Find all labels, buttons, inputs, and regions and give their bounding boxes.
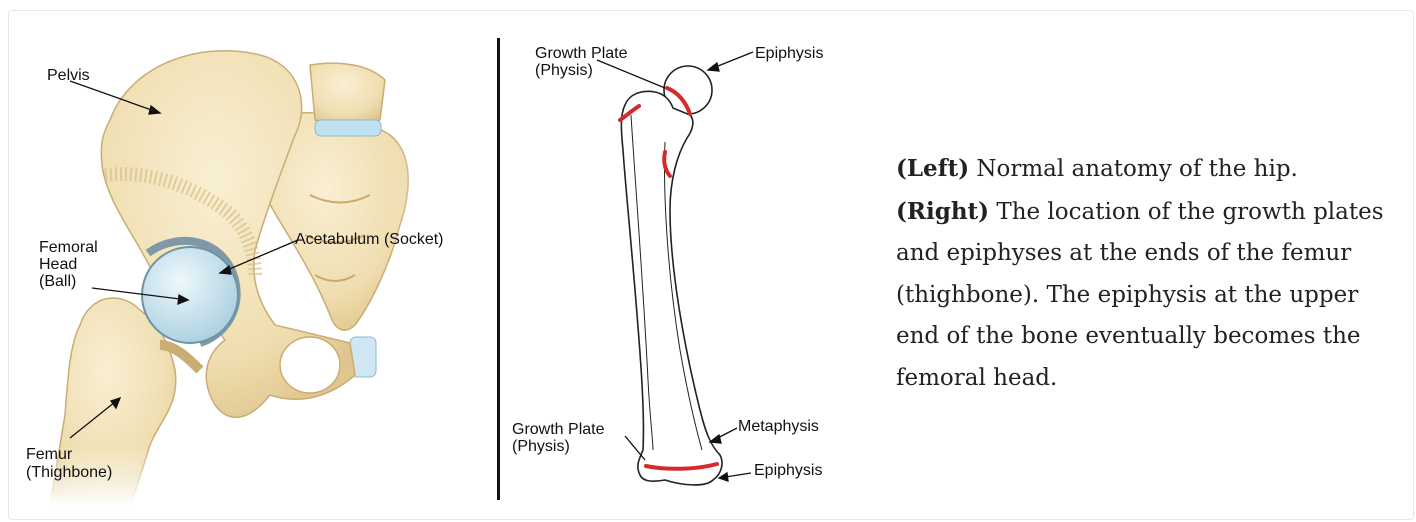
hip-anatomy-illustration: Pelvis Acetabulum (Socket) Femoral Head …	[10, 25, 490, 505]
growth-plate-bottom-label-line2: (Physis)	[512, 438, 570, 455]
femur-label-line2: (Thighbone)	[26, 464, 112, 481]
figure-caption: (Left) Normal anatomy of the hip. (Right…	[896, 148, 1396, 399]
caption-left-text: Normal anatomy of the hip.	[969, 156, 1298, 182]
caption-right-prefix: (Right)	[896, 198, 989, 225]
caption-right-text: The location of the growth plates and ep…	[896, 199, 1384, 391]
femoral-head-label-line2: Head	[39, 256, 77, 273]
caption-left-prefix: (Left)	[896, 155, 969, 182]
epiphysis-bottom-label: Epiphysis	[754, 462, 822, 479]
growth-plate-top-label-line2: (Physis)	[535, 62, 593, 79]
femur-label-line1: Femur	[26, 446, 73, 463]
femoral-head-shape	[142, 247, 238, 343]
growth-plate-bottom-label-line1: Growth Plate	[512, 421, 605, 438]
pelvis-label: Pelvis	[47, 67, 90, 84]
growth-plate-top-label-line1: Growth Plate	[535, 45, 628, 62]
figure-divider	[497, 38, 500, 500]
femur-outline	[621, 66, 722, 485]
metaphysis-label: Metaphysis	[738, 418, 819, 435]
acetabulum-label: Acetabulum (Socket)	[295, 231, 444, 248]
femoral-head-label-line3: (Ball)	[39, 273, 76, 290]
caption-right: (Right) The location of the growth plate…	[896, 191, 1396, 400]
caption-left: (Left) Normal anatomy of the hip.	[896, 148, 1396, 191]
femur-growth-plate-diagram: Growth Plate (Physis) Epiphysis Growth P…	[505, 30, 845, 500]
femoral-head-label-line1: Femoral	[39, 239, 98, 256]
epiphysis-top-label: Epiphysis	[755, 45, 823, 62]
